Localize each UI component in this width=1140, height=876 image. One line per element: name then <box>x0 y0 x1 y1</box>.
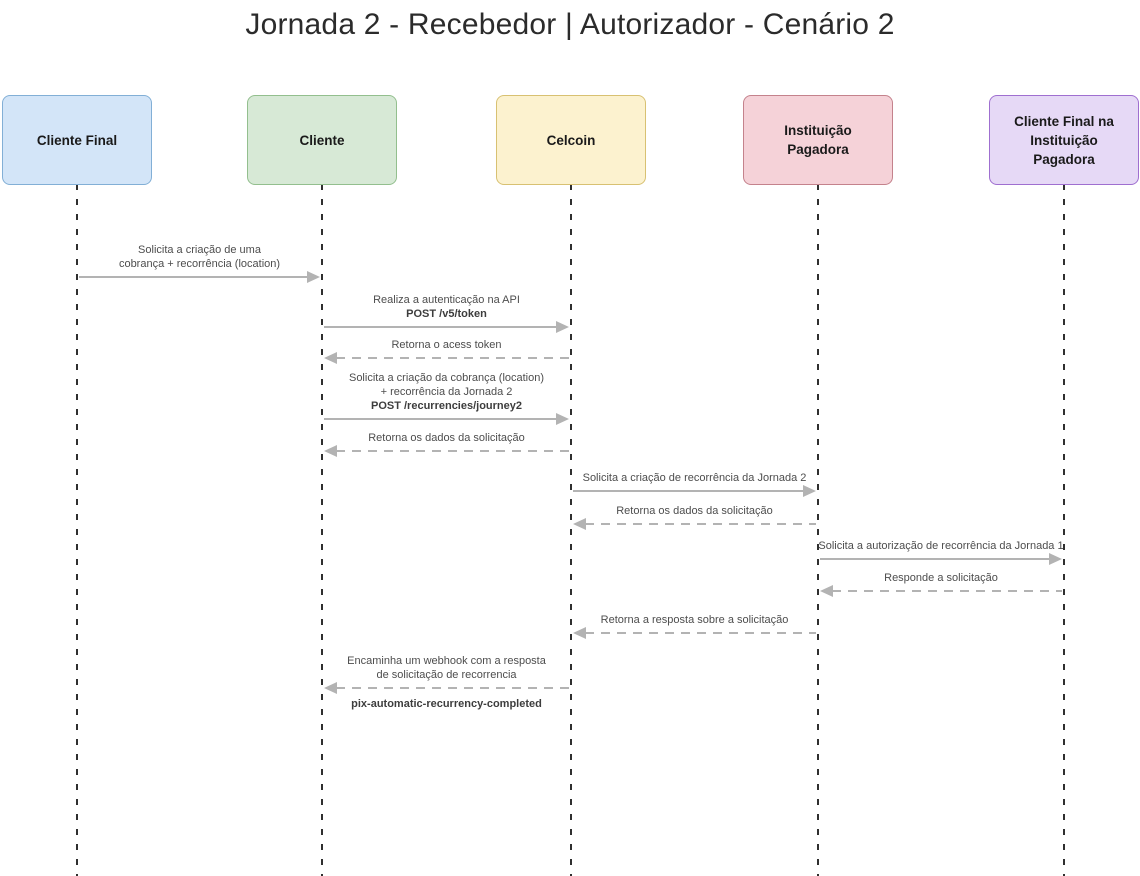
diagram-title: Jornada 2 - Recebedor | Autorizador - Ce… <box>245 8 895 41</box>
message-text-line: Retorna a resposta sobre a solicitação <box>600 614 789 626</box>
message-text: Retorna os dados da solicitação <box>368 431 525 445</box>
message-text-line: Encaminha um webhook com a resposta <box>347 655 546 667</box>
message-text-line: Retorna os dados da solicitação <box>368 432 525 444</box>
lifeline-instituicao-pagadora <box>817 184 819 876</box>
message-text: Retorna os dados da solicitação <box>616 504 773 518</box>
actor-celcoin: Celcoin <box>496 95 646 185</box>
arrowhead-icon <box>1049 553 1062 565</box>
message-line <box>336 450 569 452</box>
lifeline-celcoin <box>570 184 572 876</box>
message-text: Solicita a criação de recorrência da Jor… <box>583 471 807 485</box>
message-line <box>585 523 816 525</box>
arrowhead-icon <box>556 321 569 333</box>
message-text: Retorna a resposta sobre a solicitação <box>601 613 789 627</box>
message-text-below: pix-automatic-recurrency-completed <box>351 697 542 711</box>
message-text-line: Retorna o acess token <box>391 339 502 351</box>
actor-instituicao-pagadora: Instituição Pagadora <box>743 95 893 185</box>
actor-label: Cliente Final <box>36 132 118 148</box>
message-text-line: Solicita a criação de uma <box>138 244 261 256</box>
message-line <box>573 490 804 492</box>
message-text: Responde a solicitação <box>884 571 998 585</box>
message-text-line: Solicita a criação da cobrança (location… <box>348 372 545 384</box>
message-text-line: Retorna os dados da solicitação <box>616 505 773 517</box>
message-line <box>832 590 1062 592</box>
actor-label: Celcoin <box>546 132 596 148</box>
arrowhead-icon <box>324 445 337 457</box>
message-text-bold-line: POST /recurrencies/journey2 <box>370 400 523 412</box>
message-line <box>585 632 816 634</box>
message-line <box>79 276 308 278</box>
lifeline-cliente-final-na-instituicao-pagadora <box>1063 184 1065 876</box>
message-text-line: Responde a solicitação <box>884 572 998 584</box>
actor-cliente-final-na-instituicao-pagadora: Cliente Final na Instituição Pagadora <box>989 95 1139 185</box>
arrowhead-icon <box>324 682 337 694</box>
message-text-bold-line: POST /v5/token <box>406 308 487 320</box>
message-text: Solicita a criação da cobrança (location… <box>349 371 544 413</box>
message-text: Encaminha um webhook com a resposta de so… <box>347 654 546 682</box>
message-text-line: cobrança + recorrência (location) <box>118 258 281 270</box>
arrowhead-icon <box>556 413 569 425</box>
actor-cliente-final: Cliente Final <box>2 95 152 185</box>
actor-label: Cliente Final na Instituição Pagadora <box>1014 113 1114 167</box>
arrowhead-icon <box>573 627 586 639</box>
message-text-line: de solicitação de recorrencia <box>376 669 517 681</box>
message-text-line: Solicita a autorização de recorrência da… <box>818 540 1064 552</box>
message-text: Solicita a criação de uma cobrança + reco… <box>119 243 280 271</box>
message-text: Realiza a autenticação na API POST /v5/to… <box>373 293 520 321</box>
arrowhead-icon <box>573 518 586 530</box>
lifeline-cliente-final <box>76 184 78 876</box>
message-text-line: + recorrência da Jornada 2 <box>380 386 513 398</box>
actor-label: Cliente <box>299 132 345 148</box>
lifeline-cliente <box>321 184 323 876</box>
arrowhead-icon <box>324 352 337 364</box>
arrowhead-icon <box>803 485 816 497</box>
message-line <box>336 687 569 689</box>
message-text-bold-line: pix-automatic-recurrency-completed <box>351 698 542 710</box>
message-line <box>324 326 557 328</box>
actor-cliente: Cliente <box>247 95 397 185</box>
arrowhead-icon <box>820 585 833 597</box>
message-text: Solicita a autorização de recorrência da… <box>818 539 1063 553</box>
message-text: Retorna o acess token <box>391 338 501 352</box>
message-line <box>324 418 557 420</box>
message-line <box>336 357 569 359</box>
message-line <box>820 558 1050 560</box>
message-text-line: Realiza a autenticação na API <box>373 294 520 306</box>
message-text-line: Solicita a criação de recorrência da Jor… <box>582 472 807 484</box>
actor-label: Instituição Pagadora <box>784 123 852 157</box>
arrowhead-icon <box>307 271 320 283</box>
